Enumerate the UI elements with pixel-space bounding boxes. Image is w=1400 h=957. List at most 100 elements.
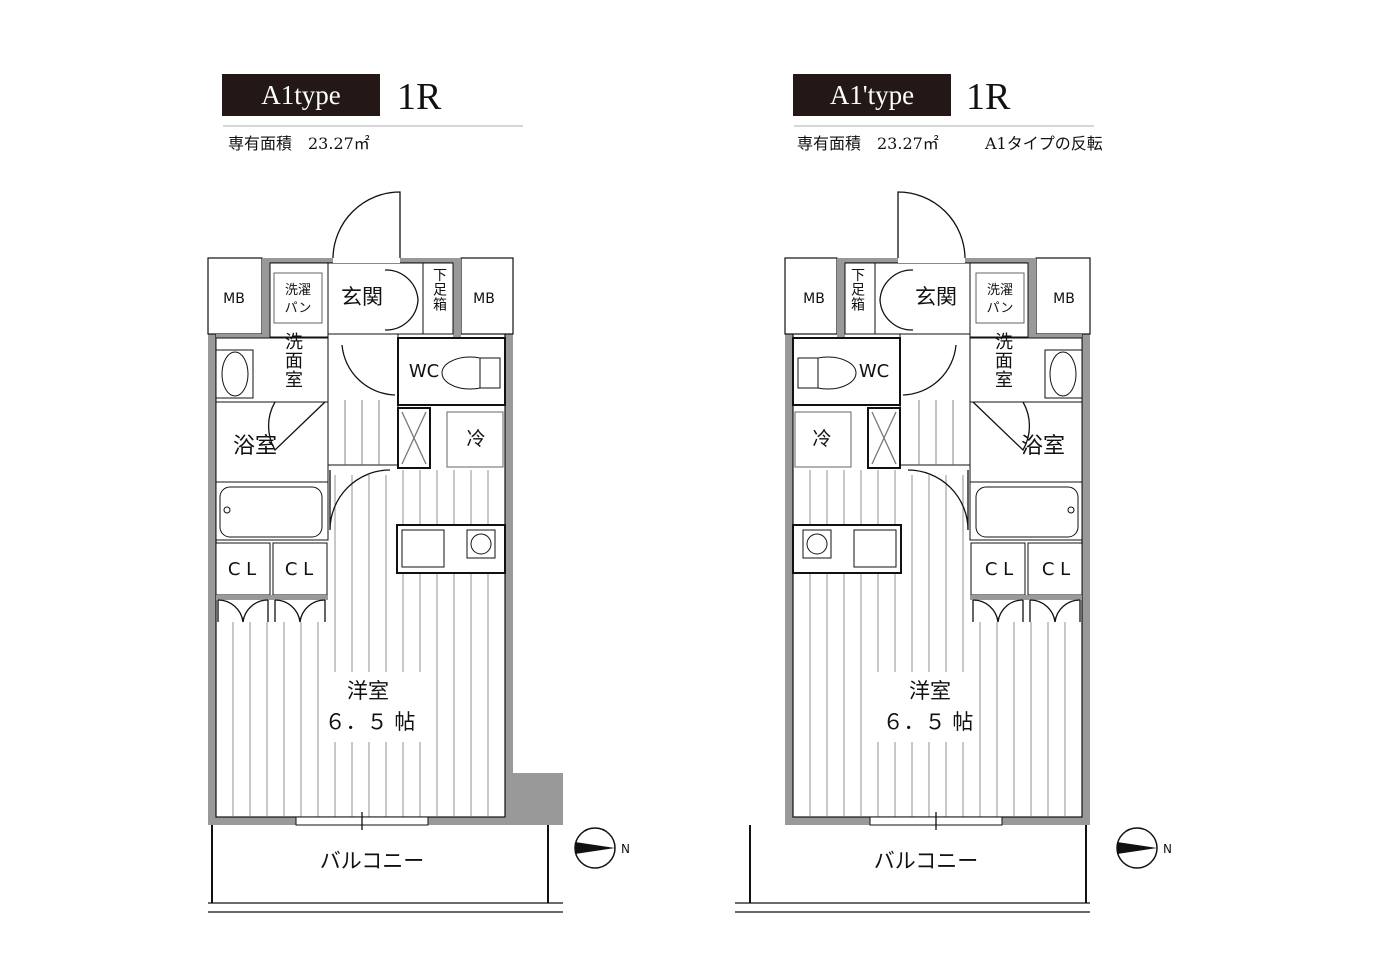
door-swing: [341, 344, 396, 396]
washroom-label: 面: [285, 351, 303, 372]
compass: N: [574, 827, 630, 869]
washroom-label: 室: [995, 370, 1013, 391]
closet-label: C L: [285, 559, 313, 580]
north-label: N: [621, 842, 630, 856]
wall: [837, 258, 845, 338]
shoe-cabinet: [422, 262, 454, 335]
fridge-space: [446, 411, 504, 468]
kitchen-sink-icon: [853, 529, 897, 568]
compass: N: [1116, 827, 1172, 869]
door-swing: [329, 469, 391, 531]
closet-label: C L: [1042, 559, 1070, 580]
fridge-label: 冷: [812, 428, 831, 450]
room-name-label: 洋室: [347, 679, 389, 703]
door-swing: [972, 401, 1030, 452]
fridge-label: 冷: [466, 428, 485, 450]
floor-area: 専有面積 23.27㎡: [228, 134, 370, 153]
drain-icon: [1067, 506, 1075, 514]
toilet-tank: [797, 357, 819, 389]
closet-door-swing: [1054, 599, 1081, 623]
closet-label: C L: [985, 559, 1013, 580]
washer-pan-label: 洗濯: [285, 283, 311, 298]
closet-door-swing: [217, 599, 244, 623]
plan-note: A1タイプの反転: [985, 134, 1103, 153]
type-badge: A1'type: [793, 74, 951, 116]
closet: [215, 542, 271, 596]
label-bg: [320, 672, 425, 742]
hallway: [327, 333, 399, 466]
floor-area: 専有面積 23.27㎡: [797, 134, 939, 153]
closet: [1027, 542, 1083, 596]
kitchen-sink-icon: [401, 529, 445, 568]
closet-door-swing: [242, 599, 269, 623]
bathroom: [215, 401, 329, 483]
double-door: [384, 269, 419, 331]
bathtub-area: [215, 481, 329, 541]
sink-icon: [1049, 351, 1077, 397]
shoe-cabinet-label: 下: [433, 268, 447, 284]
room-type: 1R: [397, 76, 442, 118]
door-swing: [268, 401, 326, 452]
washer-pan-label: パン: [285, 301, 312, 316]
bathroom-label: 浴室: [1021, 434, 1065, 459]
washroom-label: 室: [285, 370, 303, 391]
shoe-cabinet-label: 箱: [851, 297, 865, 313]
floor-plan-a1-prime: MBMB洗濯パン玄関下足箱洗面室WC冷浴室C LC L洋室６．５ 帖バルコニー: [735, 191, 1091, 913]
fridge-space: [794, 411, 852, 468]
bathtub-icon: [219, 486, 323, 538]
mb-label: MB: [473, 291, 495, 307]
north-arrow-icon: [1117, 842, 1157, 854]
door-swing: [907, 469, 969, 531]
washer-pan-label: 洗濯: [987, 283, 1013, 298]
entry-door-icon: [897, 191, 966, 259]
closet-door-swing: [997, 599, 1024, 623]
door-opening: [898, 255, 965, 263]
shaft-x: [401, 411, 427, 465]
balcony-label: バルコニー: [874, 849, 979, 873]
north-label: N: [1163, 842, 1172, 856]
label-bg: [873, 672, 978, 742]
hallway: [899, 333, 971, 466]
mb-label: MB: [803, 291, 825, 307]
washer-pan: [273, 272, 323, 324]
sink-icon: [221, 351, 249, 397]
closet-door-swing: [299, 599, 326, 623]
toilet-tank: [479, 357, 501, 389]
door-opening: [333, 255, 400, 263]
mb-closet: [784, 257, 838, 335]
divider: [794, 125, 1094, 127]
divider: [223, 125, 523, 127]
room-size-label: ６．５ 帖: [325, 710, 416, 734]
wall: [453, 258, 461, 338]
wc-label: WC: [859, 361, 889, 382]
shoe-cabinet-label: 足: [433, 283, 447, 299]
shaft-x: [871, 411, 897, 465]
wall-column: [505, 773, 563, 825]
washroom-label: 面: [995, 351, 1013, 372]
wall: [1028, 258, 1036, 338]
closet: [970, 542, 1026, 596]
wall: [1036, 334, 1082, 338]
stove-icon: [802, 529, 832, 559]
closet-door-swing: [972, 599, 999, 623]
washroom-label: 洗: [285, 332, 303, 353]
wall: [216, 595, 328, 600]
washroom-label: 洗: [995, 332, 1013, 353]
bathroom-label: 浴室: [233, 434, 277, 459]
washer-pan-label: パン: [987, 301, 1014, 316]
drain-icon: [223, 506, 231, 514]
closet: [272, 542, 328, 596]
burner-icon: [470, 533, 492, 555]
closet-label: C L: [228, 559, 256, 580]
shoe-cabinet-label: 足: [851, 283, 865, 299]
wall: [216, 334, 262, 338]
room-size-label: ６．５ 帖: [883, 710, 974, 734]
entry-door-icon: [332, 191, 401, 259]
wall: [262, 258, 270, 338]
burner-icon: [806, 533, 828, 555]
mb-closet: [460, 257, 514, 335]
stove-icon: [466, 529, 496, 559]
shoe-cabinet-label: 下: [851, 268, 865, 284]
mb-label: MB: [1053, 291, 1075, 307]
